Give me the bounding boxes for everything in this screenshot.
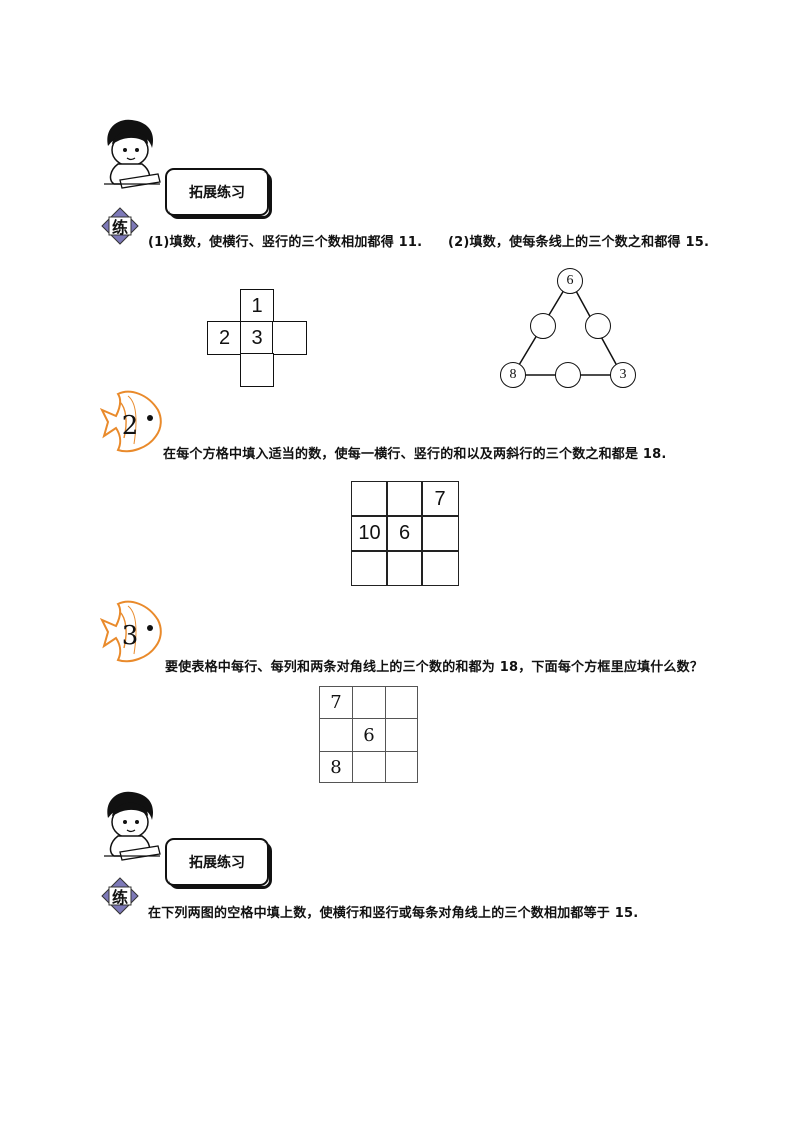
question-2-text: (2)填数，使每条线上的三个数之和都得 15. [448,235,710,250]
triangle-node-bottom-mid[interactable] [555,362,581,388]
grid-cell[interactable] [319,718,353,752]
grid-cell[interactable]: 8 [319,751,353,783]
badge-label: 练 [111,218,128,237]
triangle-node-right-mid[interactable] [585,313,611,339]
section-tag-label: 拓展练习 [189,855,245,871]
grid-cell[interactable] [351,481,388,517]
grid-cell[interactable] [385,686,418,719]
grid-cell[interactable]: 6 [352,718,386,752]
section-tag: 拓展练习 [165,838,272,889]
triangle-node-bottom-left[interactable]: 8 [500,362,526,388]
diamond-badge-icon: 练 [100,876,140,916]
cross-cell-right[interactable] [272,321,307,355]
badge-label: 练 [111,888,128,907]
boy-reading-icon [104,791,161,861]
grid-cell[interactable]: 7 [319,686,353,719]
boy-reading-icon [104,119,161,189]
exercise-number: 2 [122,411,139,441]
grid-cell[interactable] [352,751,386,783]
magic-square-grid: 7 6 8 [319,686,418,783]
diamond-badge-icon: 练 [100,206,140,246]
triangle-node-left-mid[interactable] [530,313,556,339]
question-1-text: (1)填数，使横行、竖行的三个数相加都得 11. [148,235,423,250]
triangle-node-bottom-right[interactable]: 3 [610,362,636,388]
cross-cell-bottom[interactable] [240,353,274,387]
cross-cell-top[interactable]: 1 [240,289,274,323]
exercise-number: 3 [122,621,139,651]
cross-cell-left[interactable]: 2 [207,321,242,355]
grid-cell[interactable] [386,481,423,517]
grid-cell[interactable]: 7 [421,481,459,517]
magic-square-grid: 7 10 6 [351,481,459,586]
section-tag: 拓展练习 [165,168,272,219]
grid-cell[interactable]: 10 [351,515,388,552]
triangle-node-top[interactable]: 6 [557,268,583,294]
grid-cell[interactable]: 6 [386,515,423,552]
fish-icon: 2 [99,388,164,462]
grid-cell[interactable] [386,550,423,586]
fish-icon: 3 [99,598,164,672]
section-tag-label: 拓展练习 [189,185,245,201]
grid-cell[interactable] [421,550,459,586]
exercise-4-text: 在下列两图的空格中填上数，使横行和竖行或每条对角线上的三个数相加都等于 15. [148,906,639,921]
exercise-3-text: 要使表格中每行、每列和两条对角线上的三个数的和都为 18，下面每个方框里应填什么… [165,660,704,675]
exercise-2-text: 在每个方格中填入适当的数，使每一横行、竖行的和以及两斜行的三个数之和都是 18. [163,447,667,462]
grid-cell[interactable] [352,686,386,719]
grid-cell[interactable] [351,550,388,586]
cross-cell-center[interactable]: 3 [240,321,274,355]
grid-cell[interactable] [385,718,418,752]
grid-cell[interactable] [385,751,418,783]
grid-cell[interactable] [421,515,459,552]
